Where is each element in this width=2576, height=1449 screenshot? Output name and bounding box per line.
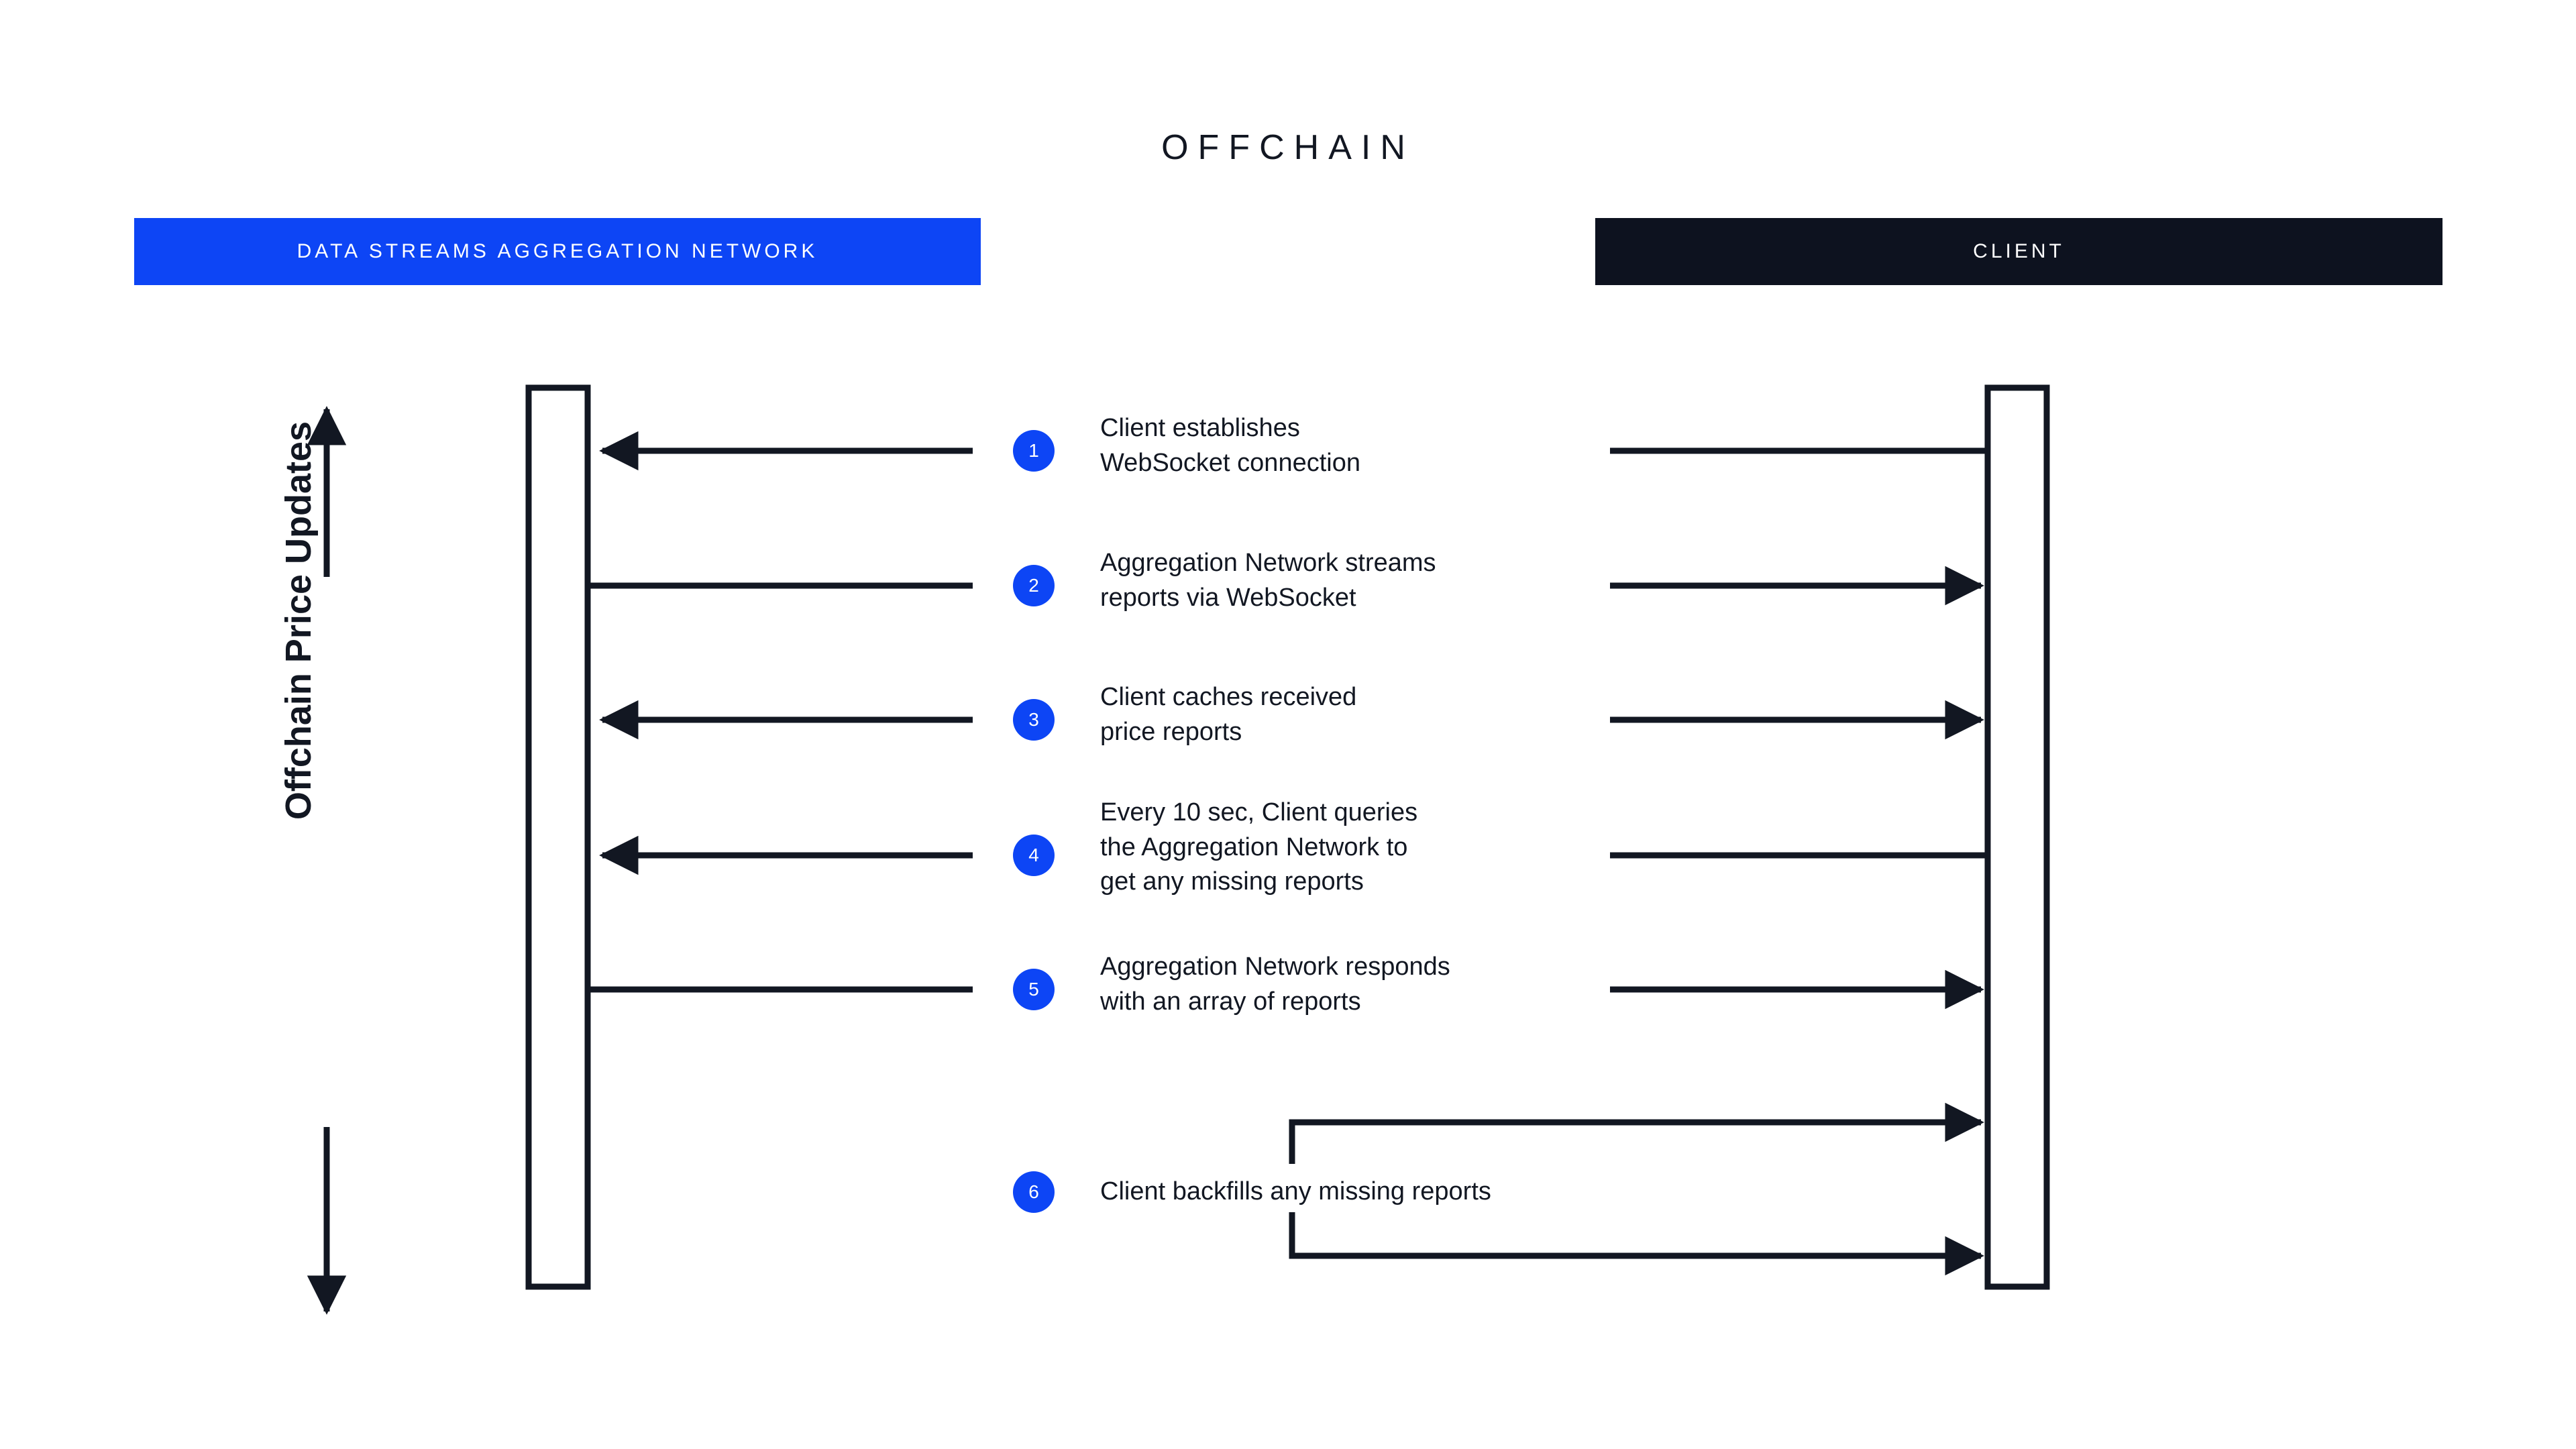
step-6-lower-bracket-arrow bbox=[1289, 1212, 1984, 1276]
step-badge-6[interactable]: 6 bbox=[1013, 1171, 1055, 1213]
step-text-6: Client backfills any missing reports bbox=[1100, 1177, 1491, 1205]
lifeline-network bbox=[525, 384, 591, 1290]
lane-header-network-label: DATA STREAMS AGGREGATION NETWORK bbox=[297, 240, 818, 262]
step-6-self-loop bbox=[1289, 1102, 1984, 1276]
step-badge-5-number: 5 bbox=[1028, 979, 1039, 1000]
step-badge-2-number: 2 bbox=[1028, 575, 1039, 596]
step-badge-1-number: 1 bbox=[1028, 440, 1039, 461]
step-text-2: Aggregation Network streams reports via … bbox=[1100, 549, 1436, 612]
step-text-1: Client establishes WebSocket connection bbox=[1100, 414, 1360, 477]
step-text-5: Aggregation Network responds with an arr… bbox=[1100, 953, 1450, 1016]
lane-header-client: CLIENT bbox=[1595, 218, 2443, 285]
step-badge-6-number: 6 bbox=[1028, 1181, 1039, 1202]
step-text-4: Every 10 sec, Client queries the Aggrega… bbox=[1100, 798, 1418, 896]
step-badge-4[interactable]: 4 bbox=[1013, 835, 1055, 876]
page-title: OFFCHAIN bbox=[1161, 128, 1415, 167]
step-badge-1[interactable]: 1 bbox=[1013, 430, 1055, 472]
lane-header-client-label: CLIENT bbox=[1973, 240, 2065, 262]
step-badge-3-number: 3 bbox=[1028, 709, 1039, 730]
lane-header-network: DATA STREAMS AGGREGATION NETWORK bbox=[134, 218, 981, 285]
lifeline-client bbox=[1984, 384, 2050, 1290]
step-badge-2[interactable]: 2 bbox=[1013, 565, 1055, 606]
step-6-upper-bracket-arrow bbox=[1289, 1102, 1984, 1164]
step-badge-3[interactable]: 3 bbox=[1013, 699, 1055, 741]
step-text-3: Client caches received price reports bbox=[1100, 683, 1357, 746]
step-badge-5[interactable]: 5 bbox=[1013, 969, 1055, 1010]
step-badge-4-number: 4 bbox=[1028, 845, 1039, 865]
